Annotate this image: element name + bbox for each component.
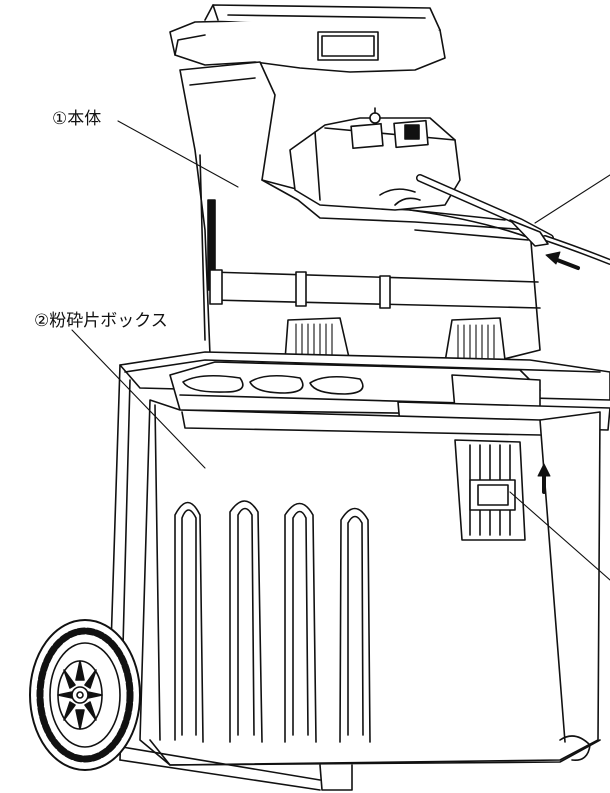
- leader-lines: [71, 120, 610, 581]
- label-chip-box: ②粉砕片ボックス: [34, 311, 168, 331]
- power-cable: [416, 174, 610, 265]
- collection-box: [119, 351, 610, 791]
- motor-housing: [289, 107, 461, 211]
- arrow-left-icon: [545, 251, 580, 270]
- wheel-icon: [29, 619, 141, 771]
- label-main-unit: ①本体: [52, 109, 102, 129]
- main-body: [179, 61, 541, 363]
- top-lid: [169, 4, 446, 73]
- arrow-up-icon: [537, 463, 551, 494]
